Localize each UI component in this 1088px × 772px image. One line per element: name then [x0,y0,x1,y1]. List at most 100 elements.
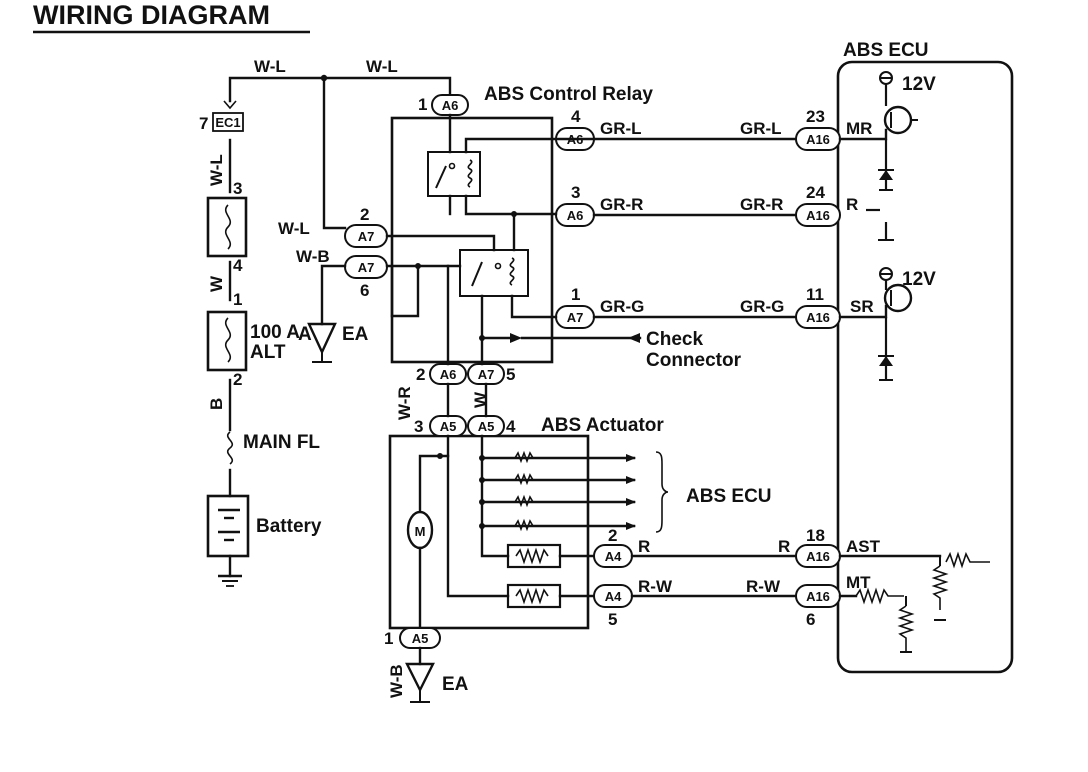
pin-alt-2: 2 [233,370,242,389]
battery-label: Battery [256,516,322,537]
motor-label: M [415,524,426,539]
svg-text:A7: A7 [567,310,584,325]
connector-a5-pin3: A5 [429,415,467,437]
connector-a7-pin1: A7 [555,305,595,329]
wire-label-grg-1: GR-G [600,297,644,316]
pin-a6-2: 2 [416,365,425,384]
pin-a16-24: 24 [806,183,825,202]
pin-a5-3: 3 [414,417,423,436]
pin-alt-1: 1 [233,290,242,309]
pin-a16-18: 18 [806,526,825,545]
pin-a4-5: 5 [608,610,617,629]
wire-label-wl-relay: W-L [278,219,310,238]
fuse-alt-label: ALT [250,342,286,363]
ground-ea-actuator-icon [405,646,435,703]
wire-label-grr-1: GR-R [600,195,643,214]
pin-a7-6: 6 [360,281,369,300]
svg-text:A16: A16 [806,549,830,564]
ecu-terminal-r: R [846,195,858,214]
ecu-terminal-ast: AST [846,537,881,556]
connector-a16-pin24: A16 [795,203,841,227]
connector-a5-pin1: A5 [399,627,441,649]
wire-label-wl-top-1: W-L [254,57,286,76]
fuse-wl [206,196,248,258]
check-connector-label-1: Check [646,329,703,350]
svg-text:A16: A16 [806,310,830,325]
pin-a6-3: 3 [571,183,580,202]
svg-text:A6: A6 [442,98,459,113]
ecu-terminal-sr: SR [850,297,874,316]
connector-a16-pin18: A16 [795,544,841,568]
connector-a16-pin23: A16 [795,127,841,151]
pin-ec1-7: 7 [199,114,208,133]
wire-label-wl-top-2: W-L [366,57,398,76]
pin-a4-2: 2 [608,526,617,545]
wire-label-grl-1: GR-L [600,119,642,138]
connector-a6-pin1: A6 [431,94,469,116]
pin-a6-4: 4 [571,107,581,126]
connector-a6-pin2: A6 [429,363,467,385]
actuator-internal-wiring: M [406,434,669,632]
wire-label-rw-1: R-W [638,577,673,596]
wire-label-wl-vertical: W-L [207,154,226,186]
ground-ea-actuator-label: EA [442,674,469,695]
svg-text:A16: A16 [806,208,830,223]
main-fusible-link [226,431,234,465]
power-feed-wiring [228,74,452,578]
pin-a7-1: 1 [571,285,580,304]
actuator-label: ABS Actuator [541,415,664,436]
fuse-alt-rating: 100 A [250,322,300,343]
connector-ec1-label: EC1 [215,115,240,130]
svg-text:A5: A5 [440,419,457,434]
wire-label-r-2: R [778,537,790,556]
ground-ea-relay-icon [307,264,347,363]
pin-a7-5: 5 [506,365,515,384]
battery-symbol [206,494,250,558]
ecu-terminal-mt: MT [846,573,871,592]
connector-a4-pin2: A4 [593,544,633,568]
wire-label-w-vertical: W [207,275,226,292]
wire-label-grl-2: GR-L [740,119,782,138]
svg-text:A16: A16 [806,589,830,604]
connector-ec1: EC1 [212,100,244,132]
wire-label-wr-vertical: W-R [395,386,414,420]
ecu-terminal-mr: MR [846,119,872,138]
voltage-label-mr: 12V [902,74,936,95]
wire-label-wb-relay: W-B [296,247,330,266]
svg-text:A5: A5 [478,419,495,434]
wire-label-grr-2: GR-R [740,195,783,214]
pin-a5-1: 1 [384,629,393,648]
connector-a16-pin11: A16 [795,305,841,329]
wire-label-r-1: R [638,537,650,556]
svg-text:A5: A5 [412,631,429,646]
pin-a6-1: 1 [418,95,427,114]
wire-label-b-vertical: B [207,398,226,410]
relay-box [390,116,554,364]
abs-ecu-label: ABS ECU [843,40,929,61]
svg-text:A4: A4 [605,549,622,564]
pin-fuse-3: 3 [233,179,242,198]
pin-a16-23: 23 [806,107,825,126]
svg-text:A7: A7 [478,367,495,382]
ground-ea-relay-label: EA [342,324,369,345]
relay-to-ecu-wiring [592,137,798,319]
svg-text:A6: A6 [567,208,584,223]
connector-a5-pin4: A5 [467,415,505,437]
ecu-internal-wiring [838,71,990,653]
connector-a7-pin2: A7 [344,224,388,248]
wire-label-wb-actuator: W-B [387,664,406,698]
relay-internal-wiring [385,113,642,366]
ground-a-label: A [298,324,312,345]
pin-fuse-4: 4 [233,256,243,275]
main-fl-label: MAIN FL [243,432,320,453]
actuator-to-ecu-wiring [630,554,798,598]
pin-a7-2: 2 [360,205,369,224]
connector-a4-pin5: A4 [593,584,633,608]
connector-a16-pin6: A16 [795,584,841,608]
connector-a7-pin5: A7 [467,363,505,385]
svg-text:A7: A7 [358,229,375,244]
relay-label: ABS Control Relay [484,84,653,105]
pin-a5-4: 4 [506,417,516,436]
connector-a6-pin3: A6 [555,203,595,227]
